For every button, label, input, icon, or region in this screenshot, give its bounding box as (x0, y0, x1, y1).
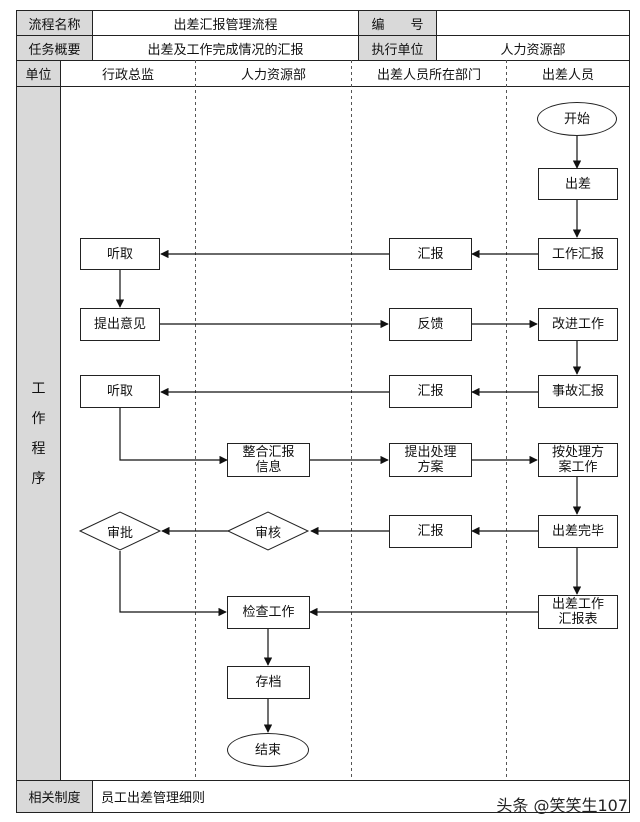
executor-label: 执行单位 (359, 36, 436, 60)
work-procedure-label: 工 作 程 序 (17, 87, 60, 780)
side-char: 程 (31, 440, 46, 457)
related-policy-value: 员工出差管理细则 (101, 791, 206, 806)
listen-node-2: 听取 (80, 375, 160, 408)
process-name-value: 出差汇报管理流程 (173, 17, 278, 33)
lane-header-hr: 人力资源部 (240, 68, 306, 83)
executor-value: 人力资源部 (500, 42, 566, 58)
report-node-3: 汇报 (389, 515, 472, 548)
propose-opinion-node: 提出意见 (80, 308, 160, 341)
side-char: 序 (31, 470, 46, 487)
outer-border (16, 10, 630, 813)
incident-report-node: 事故汇报 (538, 375, 618, 408)
propose-solution-node: 提出处理 方案 (389, 443, 472, 477)
check-work-node: 检查工作 (227, 596, 310, 629)
node-line: 方案 (417, 460, 444, 475)
lane-dividers (195, 60, 507, 780)
node-line: 按处理方 (551, 445, 604, 460)
integrate-info-node: 整合汇报 信息 (227, 443, 310, 477)
arrow-listen2-to-integrate (119, 408, 228, 465)
archive-node: 存档 (227, 666, 310, 699)
trip-node: 出差 (538, 168, 618, 200)
related-policy-label: 相关制度 (17, 781, 92, 812)
node-line: 出差工作 (551, 597, 604, 612)
work-per-plan-node: 按处理方 案工作 (538, 443, 618, 477)
lane-header-traveler: 出差人员 (541, 68, 594, 83)
end-node: 结束 (227, 733, 309, 767)
side-char: 工 (31, 380, 46, 397)
process-name-label: 流程名称 (17, 11, 92, 35)
feedback-node: 反馈 (389, 308, 472, 341)
watermark: 头条 @笑笑生107 (496, 796, 628, 815)
approve-diamond (78, 511, 162, 551)
unit-label: 单位 (17, 61, 60, 86)
task-summary-label: 任务概要 (17, 36, 92, 60)
node-line: 整合汇报 (242, 445, 295, 460)
task-summary-value: 出差及工作完成情况的汇报 (147, 42, 304, 58)
number-label: 编 号 (359, 11, 436, 35)
review-diamond (226, 511, 310, 551)
arrow-approve-to-check (119, 551, 227, 617)
trip-report-form-node: 出差工作 汇报表 (538, 595, 618, 629)
node-line: 案工作 (558, 460, 598, 475)
node-line: 信息 (255, 460, 282, 475)
side-char: 作 (31, 410, 46, 427)
improve-work-node: 改进工作 (538, 308, 618, 341)
report-node-2: 汇报 (389, 375, 472, 408)
listen-node-1: 听取 (80, 238, 160, 270)
start-node: 开始 (537, 102, 617, 136)
node-line: 汇报表 (558, 612, 598, 627)
report-node-1: 汇报 (389, 238, 472, 270)
lane-header-department: 出差人员所在部门 (376, 68, 481, 83)
work-report-node: 工作汇报 (538, 238, 618, 270)
trip-done-node: 出差完毕 (538, 515, 618, 548)
node-line: 提出处理 (404, 445, 457, 460)
lane-header-admin-director: 行政总监 (101, 68, 154, 83)
